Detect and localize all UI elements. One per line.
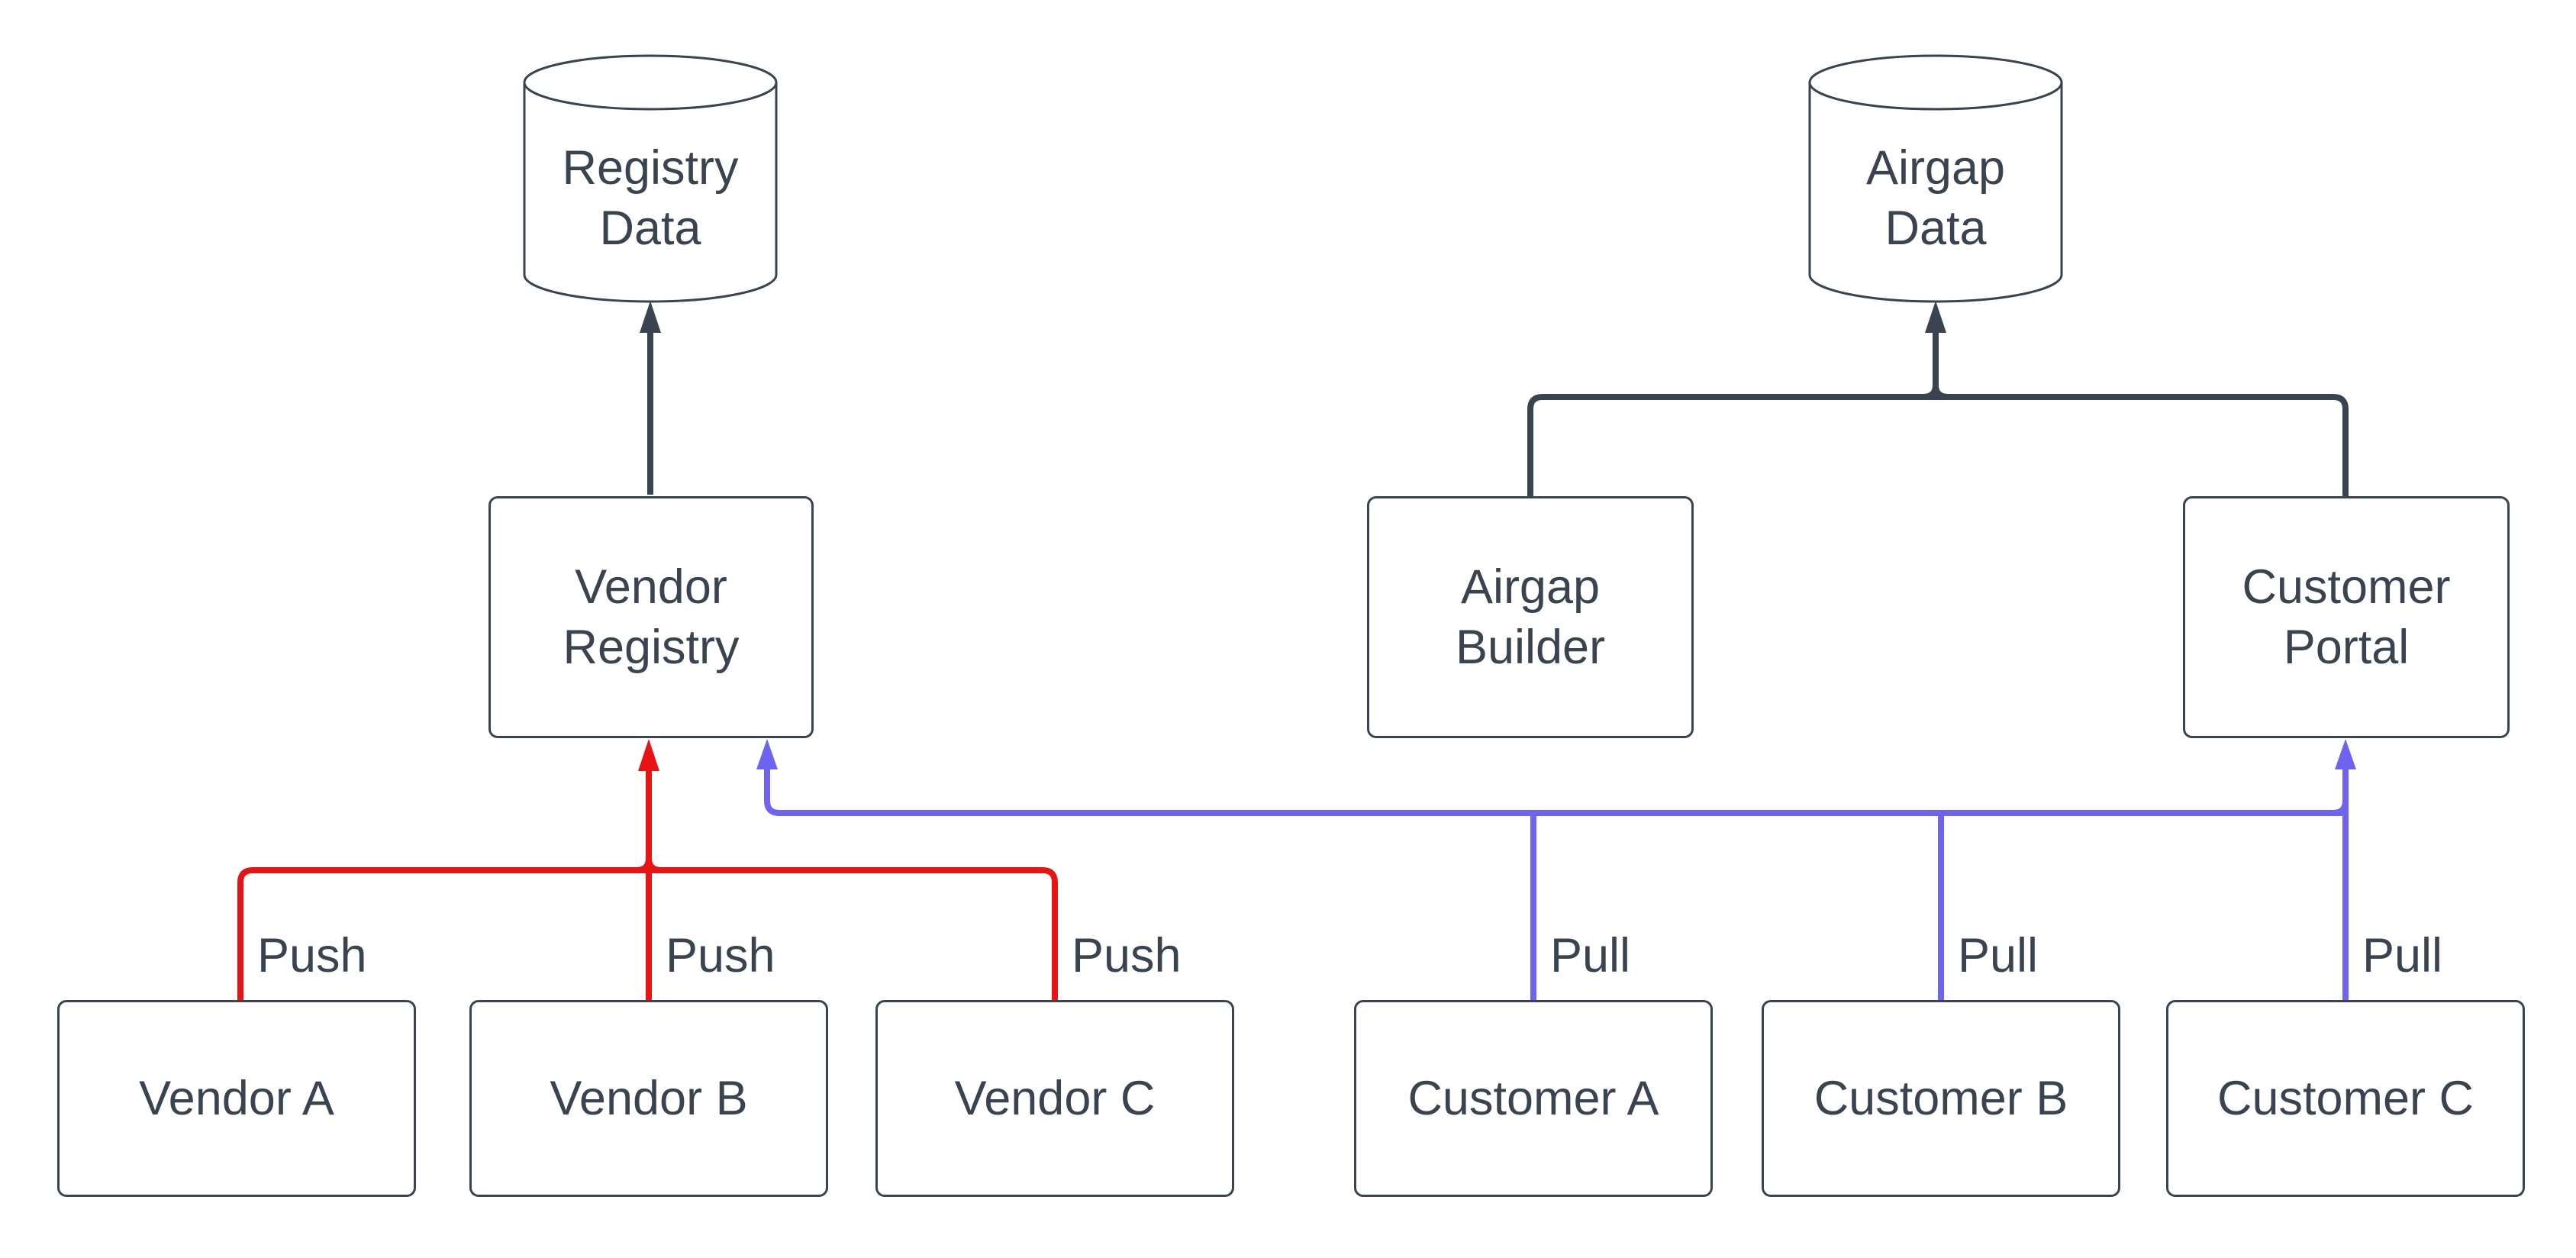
node-customer-c-label: Customer C xyxy=(2217,1071,2474,1125)
node-customer-portal: Customer Portal xyxy=(2183,496,2510,738)
junction-fillet-pull xyxy=(2333,800,2349,816)
airgap-data-cylinder-body xyxy=(1808,81,2063,303)
pull-label-customer-b: Pull xyxy=(1958,929,2039,982)
node-vendor-registry: Vendor Registry xyxy=(488,496,814,738)
node-customer-c: Customer C xyxy=(2166,1000,2525,1197)
store-edges xyxy=(640,301,2349,496)
node-vendor-c: Vendor C xyxy=(875,1000,1234,1197)
arrowhead-airgap-data xyxy=(1925,301,1946,333)
pull-label-customer-c: Pull xyxy=(2362,929,2443,982)
push-label-vendor-b: Push xyxy=(666,929,775,982)
push-edges xyxy=(237,739,1058,1000)
junction-fillet-push xyxy=(636,857,662,873)
pull-edges xyxy=(756,739,2356,1000)
arrowhead-push-vendor-registry xyxy=(638,739,659,771)
node-customer-a: Customer A xyxy=(1354,1000,1713,1197)
node-customer-b-label: Customer B xyxy=(1814,1071,2068,1125)
push-label-vendor-c: Push xyxy=(1072,929,1182,982)
arrowhead-registry-data xyxy=(640,301,661,333)
junction-fillet-airgap xyxy=(1923,384,1949,400)
node-airgap-builder: Airgap Builder xyxy=(1367,496,1694,738)
node-customer-b: Customer B xyxy=(1762,1000,2120,1197)
arrowhead-pull-vendor-registry xyxy=(756,739,778,769)
pull-bus xyxy=(764,768,2345,816)
datastore-shapes xyxy=(523,54,2063,303)
node-vendor-a-label: Vendor A xyxy=(139,1071,334,1125)
registry-data-cylinder-body xyxy=(523,81,778,303)
node-vendor-b: Vendor B xyxy=(469,1000,828,1197)
pull-label-customer-a: Pull xyxy=(1550,929,1631,982)
node-vendor-b-label: Vendor B xyxy=(550,1071,748,1125)
node-vendor-registry-label: Vendor Registry xyxy=(563,560,740,674)
node-customer-a-label: Customer A xyxy=(1407,1071,1659,1125)
node-registry-data-label: Registry Data xyxy=(562,141,739,255)
node-vendor-c-label: Vendor C xyxy=(954,1071,1156,1125)
node-airgap-data-label: Airgap Data xyxy=(1865,141,2006,255)
node-vendor-a: Vendor A xyxy=(57,1000,416,1197)
node-airgap-builder-label: Airgap Builder xyxy=(1455,560,1606,674)
airgap-data-cylinder-top xyxy=(1808,54,2063,111)
arrowhead-pull-customer-portal xyxy=(2335,739,2356,769)
registry-data-cylinder-top xyxy=(523,54,778,111)
edge-airgap-branch xyxy=(1527,394,2349,496)
node-customer-portal-label: Customer Portal xyxy=(2242,560,2451,674)
push-label-vendor-a: Push xyxy=(257,929,367,982)
